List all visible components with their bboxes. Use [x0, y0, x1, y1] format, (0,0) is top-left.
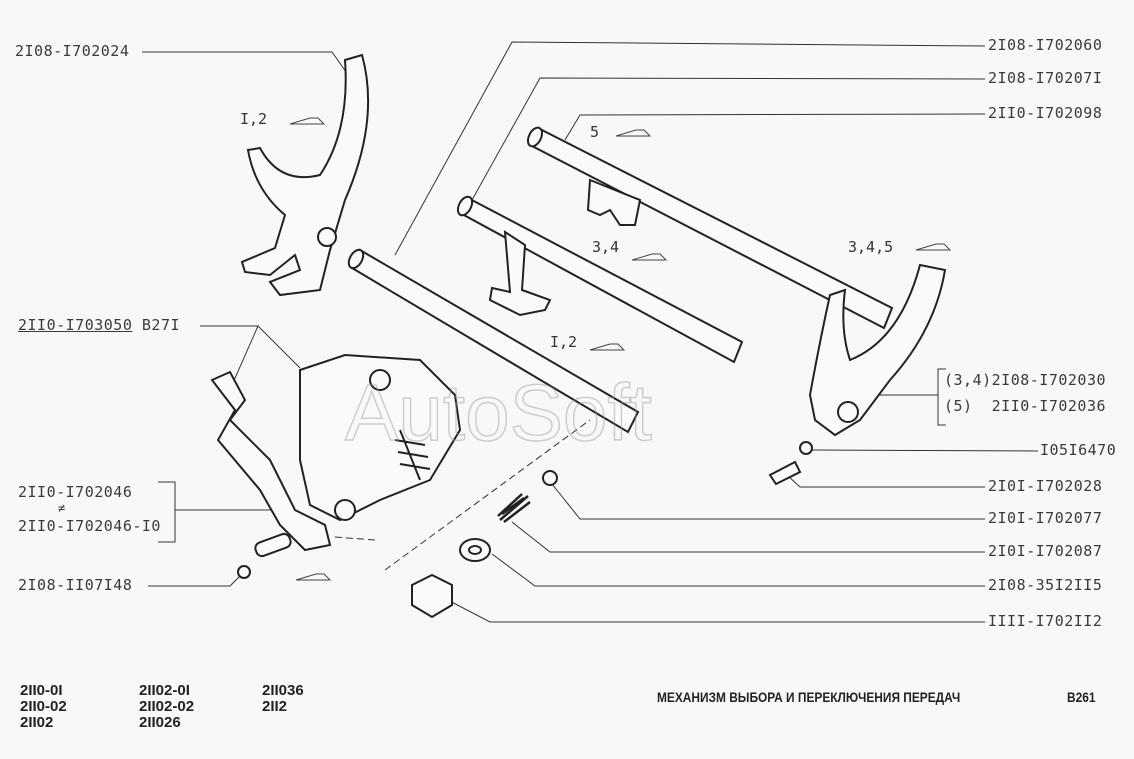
label-fork-12: 2I08-I702024	[15, 42, 130, 60]
label-mechanism: 2II0-I703050 B27I	[18, 317, 180, 334]
label-fork-5: (5) 2II0-I702036	[944, 398, 1106, 415]
models-col-2: 2II02-0I 2II02-02 2II026	[139, 683, 194, 731]
label-lever-a: 2II0-I702046	[18, 483, 133, 501]
fork-12	[240, 53, 370, 297]
model: 2II0-02	[20, 698, 67, 715]
label-ball: 2I0I-I702077	[988, 509, 1103, 527]
label-plug: IIII-I702II2	[988, 612, 1103, 630]
shapes	[210, 53, 947, 619]
model: 2II036	[262, 682, 304, 699]
label-rod-12: 2I08-I702060	[988, 36, 1103, 54]
gear-note-345: 3,4,5	[848, 238, 894, 256]
not-equal-sign: ≠	[58, 501, 66, 515]
fork-5-code: 2II0-I702036	[991, 397, 1107, 415]
leader-lines	[142, 41, 1039, 623]
diagram-title: МЕХАНИЗМ ВЫБОРА И ПЕРЕКЛЮЧЕНИЯ ПЕРЕДАЧ	[657, 689, 961, 705]
model: 2II02-0I	[139, 682, 190, 699]
label-mechanism-ref[interactable]: B27I	[141, 316, 181, 334]
ball	[542, 470, 558, 486]
label-washer-right: I05I6470	[1040, 441, 1117, 459]
label-bolt: 2I0I-I702028	[988, 477, 1103, 495]
fork-34-5	[808, 263, 947, 437]
model: 2II02	[20, 714, 54, 731]
gear-note-34: 3,4	[592, 238, 620, 256]
model: 2II026	[139, 714, 181, 731]
spring	[497, 493, 531, 523]
plug	[411, 573, 453, 619]
gear-note-5: 5	[590, 123, 600, 141]
models-col-1: 2II0-0I 2II0-02 2II02	[20, 683, 67, 731]
watermark: AutoSoft	[345, 368, 652, 457]
label-gasket: 2I08-35I2II5	[988, 576, 1103, 594]
washer-right	[799, 441, 813, 455]
label-lever-b: 2II0-I702046-I0	[18, 517, 161, 535]
bolt	[768, 460, 802, 486]
model: 2II2	[262, 698, 288, 715]
model: 2II0-0I	[20, 682, 63, 699]
models-col-3: 2II036 2II2	[262, 683, 304, 715]
label-mechanism-code[interactable]: 2II0-I703050	[18, 316, 133, 334]
label-spring: 2I0I-I702087	[988, 542, 1103, 560]
label-washer-left: 2I08-II07I48	[18, 576, 133, 594]
label-fork-34: (3,4)2I08-I702030	[944, 372, 1106, 389]
page-code: B261	[1067, 689, 1096, 705]
car-icons	[289, 117, 952, 581]
fork-34-prefix: (3,4)	[944, 371, 992, 389]
gear-note-12-fork: I,2	[240, 110, 268, 128]
label-rod-5: 2II0-I702098	[988, 104, 1103, 122]
selector-lever	[210, 370, 332, 552]
model: 2II02-02	[139, 698, 195, 715]
label-rod-34: 2I08-I70207I	[988, 69, 1103, 87]
fork-34-code: 2I08-I702030	[991, 371, 1107, 389]
fork-5-prefix: (5)	[944, 397, 973, 415]
gear-note-12-rod: I,2	[550, 333, 578, 351]
